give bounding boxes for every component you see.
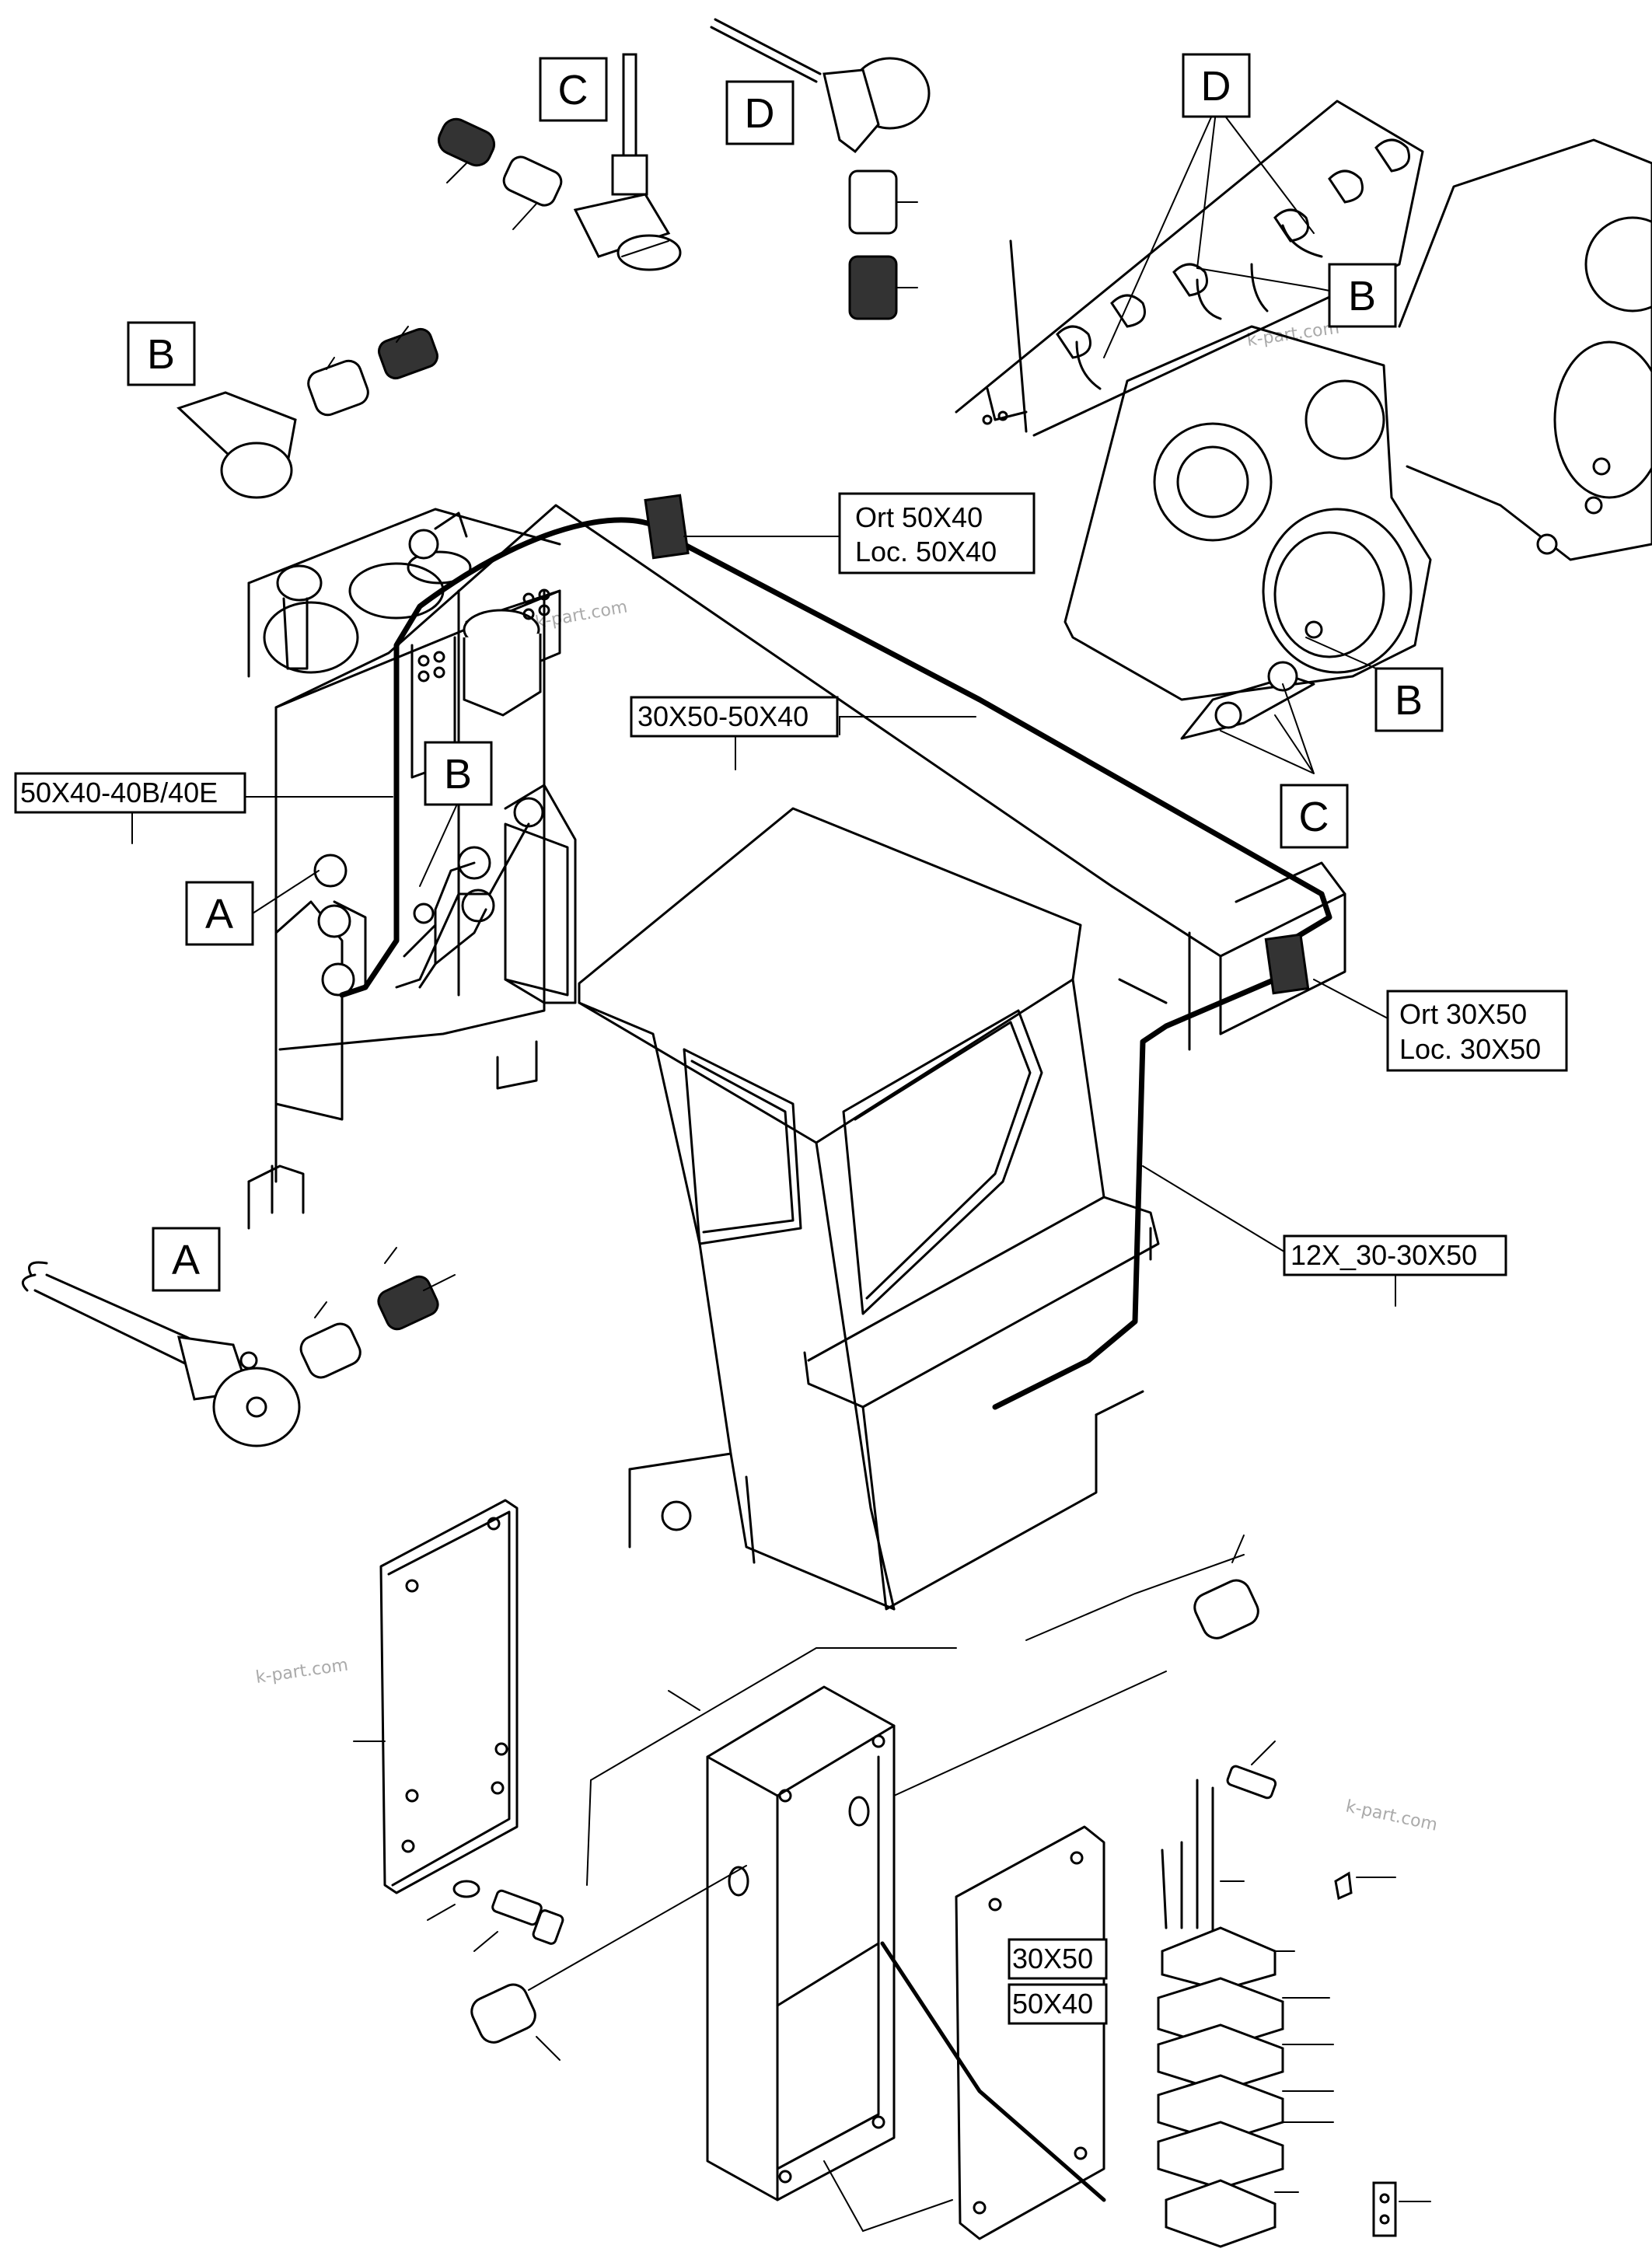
svg-text:30X50-50X40: 30X50-50X40 (637, 700, 809, 732)
watermark: k-part.com (254, 1656, 349, 1688)
letter-callout-b-right2: B (1374, 667, 1444, 732)
svg-text:B: B (1395, 677, 1423, 724)
svg-text:50X40: 50X40 (1012, 1988, 1093, 2020)
svg-text:C: C (1299, 794, 1329, 840)
watermark: k-part.com (1245, 319, 1340, 351)
letter-callout-b-topleft: B (127, 321, 196, 386)
box-label-30x50: 30X50 (1008, 1938, 1108, 1980)
svg-text:C: C (558, 67, 589, 113)
svg-text:Ort 50X40: Ort 50X40 (855, 501, 983, 533)
letter-callout-a-left: A (185, 881, 254, 946)
letter-callout-b-right1: B (1328, 263, 1397, 328)
harness-label-50x40-40b40e: 50X40-40B/40E (14, 772, 246, 814)
junction-box-assembly (353, 1499, 1431, 2248)
temperature-sensor-d-assembly (710, 18, 931, 320)
callout-leaders (131, 104, 1396, 1307)
immersion-heater-a-assembly (21, 1247, 456, 1447)
harness-label-12x-30-30x50: 12X_30-30X50 (1283, 1234, 1507, 1276)
svg-text:D: D (745, 90, 775, 137)
letter-callout-a-bottom: A (152, 1227, 221, 1292)
svg-text:B: B (444, 751, 472, 798)
connector-50x40 (644, 494, 690, 560)
connector-30x50 (1264, 933, 1310, 995)
harness-label-30x50-50x40: 30X50-50X40 (630, 696, 839, 738)
watermark: k-part.com (534, 597, 629, 632)
letter-callout-c-top: C (539, 57, 608, 122)
box-label-50x40: 50X40 (1008, 1983, 1108, 2025)
svg-text:Loc. 30X50: Loc. 30X50 (1399, 1033, 1541, 1065)
svg-text:A: A (172, 1237, 200, 1283)
svg-text:12X_30-30X50: 12X_30-30X50 (1291, 1239, 1477, 1271)
location-label-50x40: Ort 50X40 Loc. 50X40 (838, 492, 1036, 574)
b-elbow-fitting-assembly (176, 326, 438, 499)
svg-text:B: B (147, 331, 175, 378)
svg-text:30X50: 30X50 (1012, 1943, 1093, 1974)
letter-callout-d-top: D (725, 80, 795, 145)
svg-text:B: B (1348, 273, 1376, 319)
letter-callout-b-middle: B (424, 741, 493, 806)
location-label-30x50: Ort 30X50 Loc. 30X50 (1386, 990, 1568, 1072)
machine-body-illustration (247, 504, 1346, 1611)
heater-sensor-c-assembly (437, 53, 682, 271)
svg-text:D: D (1201, 63, 1231, 110)
svg-text:Ort 30X50: Ort 30X50 (1399, 998, 1527, 1030)
watermark: k-part.com (1344, 1796, 1439, 1835)
letter-callout-c-right: C (1280, 784, 1349, 849)
svg-text:50X40-40B/40E: 50X40-40B/40E (20, 777, 218, 808)
gearbox-housing-illustration (955, 100, 1652, 740)
svg-text:A: A (205, 891, 233, 937)
svg-text:Loc. 50X40: Loc. 50X40 (855, 536, 997, 567)
letter-callout-d-right: D (1182, 53, 1251, 118)
